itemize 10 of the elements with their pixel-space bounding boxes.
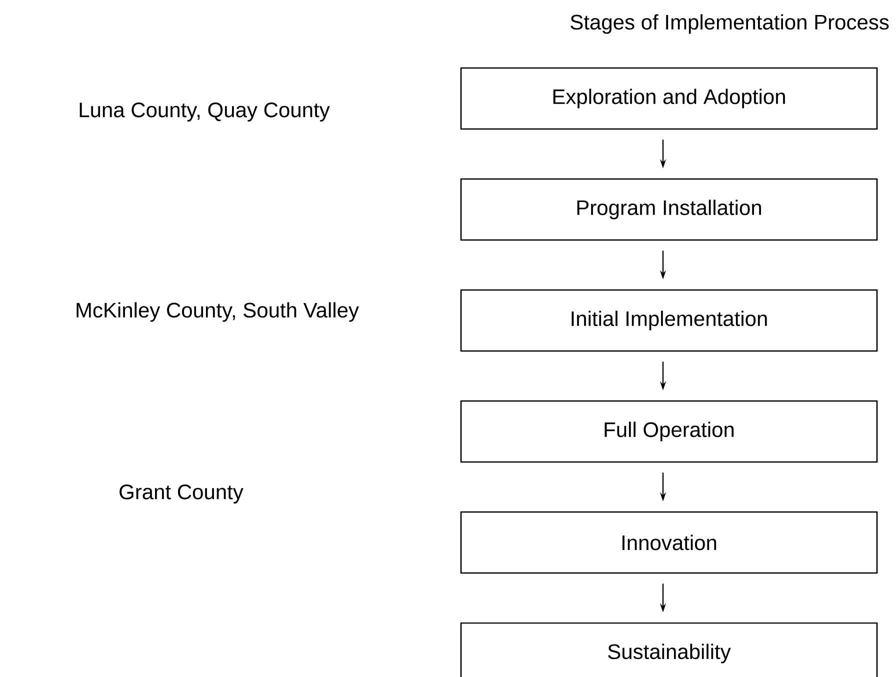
stage-box: Program Installation [460, 178, 878, 241]
county-label: McKinley County, South Valley [76, 302, 359, 322]
stage-box: Exploration and Adoption [460, 67, 878, 130]
stage-box: Full Operation [460, 400, 878, 463]
stage-box: Innovation [460, 511, 878, 574]
stage-box: Initial Implementation [460, 289, 878, 352]
county-label: Grant County [120, 484, 244, 504]
stage-box: Sustainability [460, 622, 878, 677]
county-label: Luna County, Quay County [80, 102, 330, 122]
title: Stages of Implementation Process [570, 14, 889, 34]
